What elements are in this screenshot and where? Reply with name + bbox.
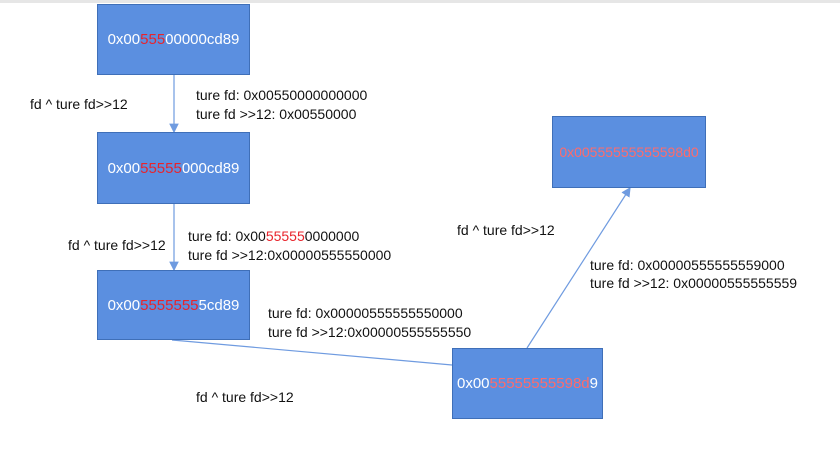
xor-operation-label-1: fd ^ ture fd>>12 — [30, 96, 128, 112]
xor-operation-label-2: fd ^ ture fd>>12 — [68, 237, 166, 253]
b1-text-part-1: 55 — [140, 31, 157, 48]
xor-operation-label-3: fd ^ ture fd>>12 — [457, 222, 555, 238]
b1-text-part-2: 5 — [156, 31, 166, 48]
note-2-shifted: ture fd >>12:0x00000555550000 — [188, 247, 392, 263]
note-2-true-fd: ture fd: 0x00555550000000 — [188, 227, 359, 245]
note-2-suffix: 0000000 — [304, 228, 360, 244]
b3-text-part-0: 0x00 — [107, 296, 141, 314]
arrow-box4-to-box5 — [526, 186, 631, 349]
note-3-shifted: ture fd >>12:0x00000555555550 — [268, 324, 472, 340]
note-3-true-fd: ture fd: 0x00000555555550000 — [268, 305, 463, 321]
top-border — [0, 0, 840, 3]
b4-text-part-0: 0x00 — [457, 375, 490, 392]
line-box3-to-box4 — [171, 339, 453, 366]
note-1-shifted: ture fd >>12: 0x00550000 — [196, 106, 357, 122]
b3-text-part-1: 5555555 — [140, 296, 199, 314]
xor-operation-label-4: fd ^ ture fd>>12 — [196, 389, 294, 405]
b4-text-part-1: 55555555598d — [489, 375, 590, 392]
b2-text-part-0: 0x00 — [107, 159, 141, 177]
address-box-5: 0x00555555555598d0 — [552, 116, 706, 188]
b2-text-part-1: 55555 — [140, 159, 182, 177]
b4-text-part-2: 9 — [589, 375, 598, 392]
b1-text-part-3: 00000cd89 — [165, 31, 240, 48]
b2-text-part-2: 000cd89 — [181, 159, 240, 177]
b5-text-part-0: 0x00555555555598d0 — [559, 144, 699, 160]
note-2-prefix: ture fd: 0x00 — [188, 228, 266, 244]
b1-text-part-0: 0x00 — [107, 31, 141, 48]
note-4-shifted: ture fd >>12: 0x00000555555559 — [590, 275, 798, 291]
b3-text-part-2: 5cd89 — [198, 296, 240, 314]
note-4-true-fd: ture fd: 0x00000555555559000 — [590, 257, 785, 273]
note-2-highlight: 55555 — [265, 228, 305, 244]
note-1-true-fd: ture fd: 0x00550000000000 — [196, 87, 368, 103]
